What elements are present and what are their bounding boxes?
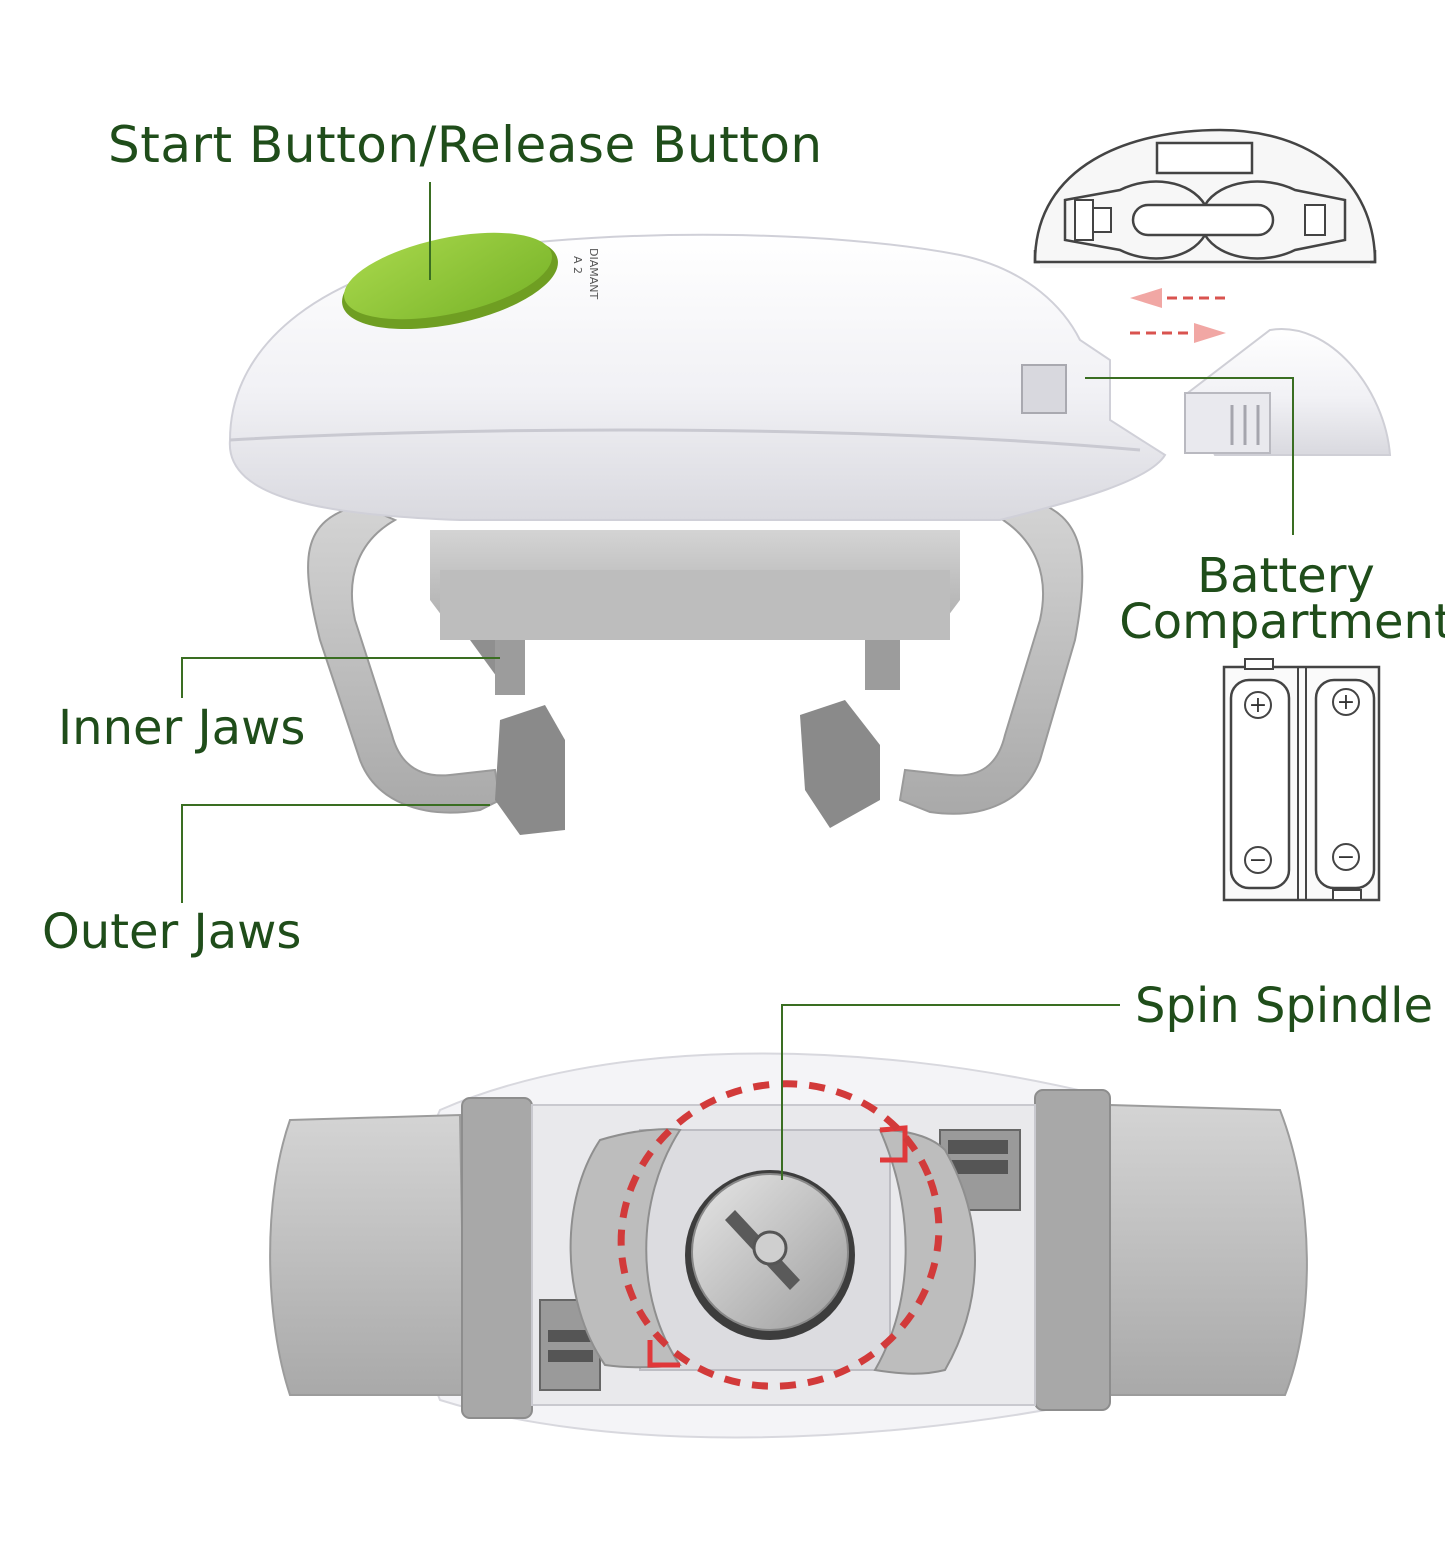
inner-jaw-left-block — [495, 640, 525, 695]
battery-holder-diagram: + + − − — [1222, 658, 1381, 902]
label-start-button: Start Button/Release Button — [108, 116, 823, 174]
leader-spin-spindle — [781, 1004, 1120, 1180]
label-inner-jaws: Inner Jaws — [58, 700, 306, 756]
leader-lines — [181, 182, 1294, 1180]
left-grip-pad — [269, 1113, 467, 1396]
left-jaw-rail — [461, 1097, 533, 1419]
spin-spindle — [685, 1170, 855, 1340]
jaw-pad-right — [873, 1128, 976, 1375]
label-battery-line2: Compartment — [1119, 594, 1445, 650]
jar-opener-side-view — [228, 217, 1167, 835]
battery-plus-left: + — [1249, 693, 1267, 718]
right-jaw-rail — [1034, 1089, 1111, 1411]
direction-arrows — [1130, 288, 1226, 343]
rotation-indicator — [617, 1080, 943, 1390]
label-battery-line1: Battery — [1197, 548, 1375, 604]
outer-jaw-right — [800, 700, 880, 828]
brand-text-line2: A 2 — [571, 256, 584, 275]
left-arm — [307, 503, 502, 814]
battery-cover-diagram — [1033, 128, 1377, 268]
right-grip-pad — [1109, 1103, 1308, 1396]
start-button[interactable] — [334, 217, 567, 346]
label-spin-spindle: Spin Spindle — [1135, 978, 1433, 1034]
jar-opener-bottom-view — [269, 1052, 1308, 1439]
battery-minus-left: − — [1249, 848, 1267, 873]
battery-slot — [1021, 364, 1067, 414]
leader-outer-jaws — [181, 804, 490, 903]
battery-cover-piece — [1183, 328, 1392, 456]
leader-battery — [1085, 377, 1294, 535]
battery-plus-right: + — [1337, 690, 1355, 715]
battery-minus-right: − — [1337, 845, 1355, 870]
label-outer-jaws: Outer Jaws — [42, 904, 302, 960]
inner-jaw-right-block — [865, 640, 900, 690]
brand-text-line1: DIAMANT — [587, 248, 600, 300]
leader-inner-jaws — [181, 657, 500, 698]
label-battery-compartment: Battery Compartment — [1116, 548, 1445, 650]
outer-jaw-left — [495, 705, 565, 835]
right-arm — [898, 498, 1084, 815]
body-seam — [229, 428, 1141, 452]
device-base-front — [440, 570, 950, 640]
